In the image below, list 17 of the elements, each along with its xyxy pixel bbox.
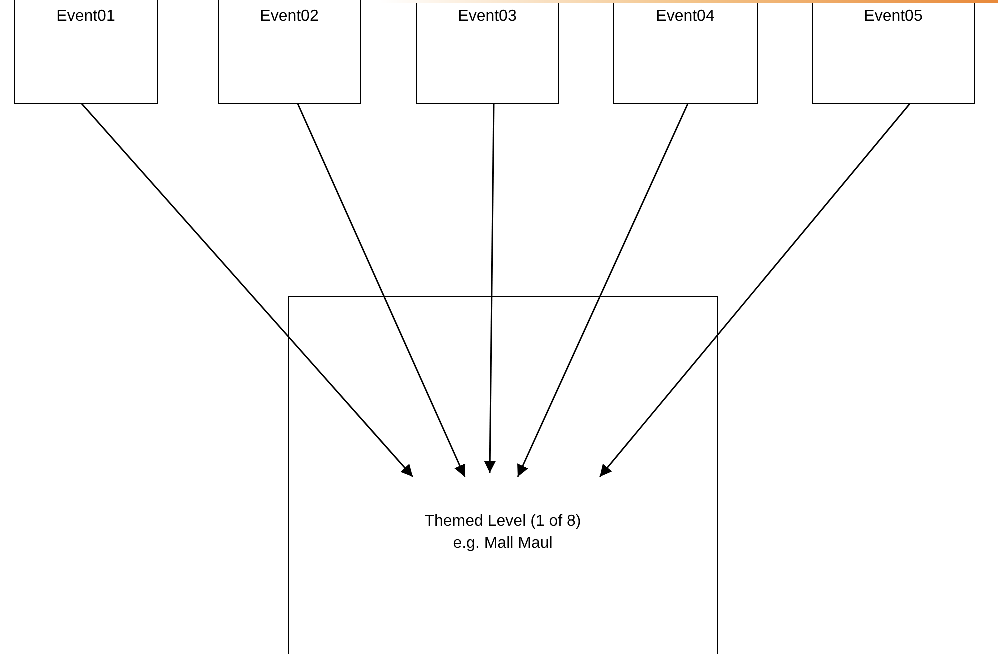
event-box <box>416 0 559 104</box>
arrow <box>484 104 496 473</box>
event-label: Event05 <box>863 7 924 27</box>
event-label: Event03 <box>457 7 518 27</box>
arrow <box>297 104 466 478</box>
event-label: Event02 <box>259 7 320 27</box>
event-box <box>613 0 758 104</box>
event-label: Event01 <box>56 7 116 27</box>
event-label: Event04 <box>655 7 716 27</box>
arrow <box>599 104 911 478</box>
level-label: Themed Level (1 of 8) e.g. Mall Maul <box>424 512 582 554</box>
level-box <box>288 296 718 654</box>
arrow <box>81 104 414 478</box>
event-box <box>218 0 361 104</box>
event-box <box>14 0 158 104</box>
arrow <box>517 104 689 478</box>
event-box <box>812 0 975 104</box>
